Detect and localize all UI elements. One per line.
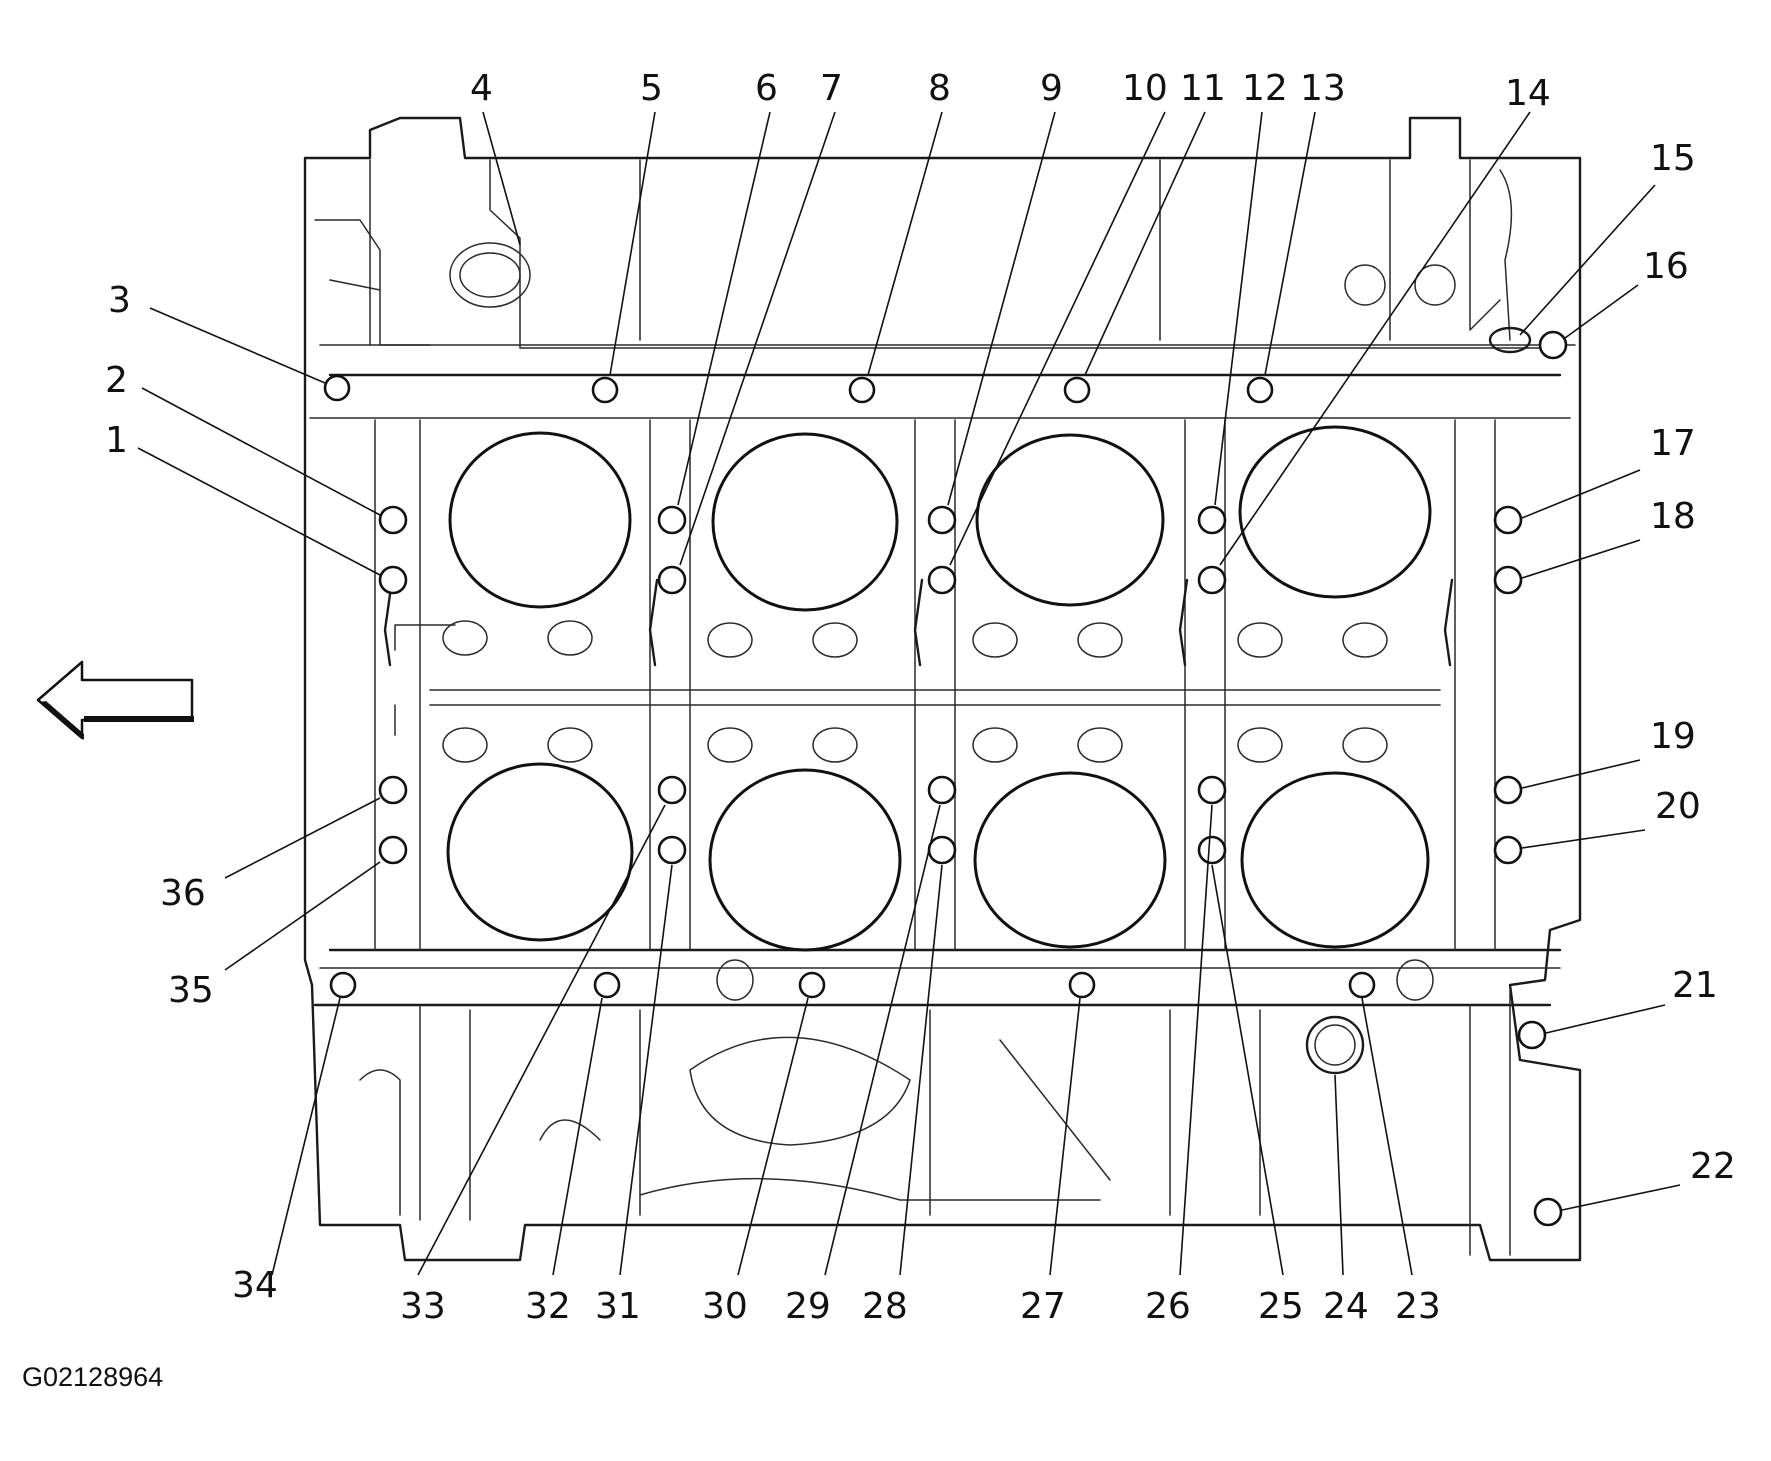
bolt-hole-16 [1538,330,1568,360]
callout-22: 22 [1690,1146,1736,1187]
bolt-hole-32 [593,971,621,999]
callout-29: 29 [785,1286,831,1327]
bore-lower-4 [1240,771,1430,949]
callout-24: 24 [1323,1286,1369,1327]
callout-14: 14 [1505,73,1551,114]
callout-32: 32 [525,1286,571,1327]
bolt-hole-1 [378,565,408,595]
bolt-hole-27 [1068,971,1096,999]
figure-id: G02128964 [22,1362,163,1392]
bore-upper-3 [975,433,1165,607]
bolt-hole-6 [657,505,687,535]
bolt-hole-3 [323,374,351,402]
callout-13: 13 [1300,68,1346,109]
callout-18: 18 [1650,496,1696,537]
callout-11: 11 [1180,68,1226,109]
callout-30: 30 [702,1286,748,1327]
bore-lower-1 [446,762,634,942]
bolt-hole-31 [657,835,687,865]
bore-upper-1 [448,431,632,609]
bore-upper-2 [711,432,899,612]
callout-27: 27 [1020,1286,1066,1327]
block-body [303,116,1582,1262]
cylinder-bores [446,425,1432,952]
bore-lower-2 [708,768,902,952]
bolt-hole-5 [591,376,619,404]
bolt-hole-19 [1493,775,1523,805]
bolt-hole-29 [927,775,957,805]
callout-20: 20 [1655,786,1701,827]
callout-8: 8 [928,68,951,109]
bolt-hole-26 [1197,835,1227,865]
callout-36: 36 [160,873,206,914]
bolt-hole-20 [1493,835,1523,865]
bolt-hole-23 [1348,971,1376,999]
bore-upper-4 [1238,425,1432,599]
callout-17: 17 [1650,423,1696,464]
arrow-left-icon [36,660,194,740]
callout-15: 15 [1650,138,1696,179]
internal-passages [383,242,1532,1075]
callout-1: 1 [105,420,128,461]
bore-lower-3 [973,771,1167,949]
callout-7: 7 [820,68,843,109]
callout-23: 23 [1395,1286,1441,1327]
callout-21: 21 [1672,965,1718,1006]
bolt-hole-9 [927,505,957,535]
callout-3: 3 [108,280,131,321]
callout-26: 26 [1145,1286,1191,1327]
leader-lines [137,111,1681,1276]
bolt-hole-25 [1197,775,1227,805]
callout-2: 2 [105,360,128,401]
bolt-hole-17 [1493,505,1523,535]
bolt-hole-11 [1063,376,1091,404]
bolt-hole-28 [927,835,957,865]
bolt-hole-30 [798,971,826,999]
callout-25: 25 [1258,1286,1304,1327]
bolt-hole-7 [657,565,687,595]
bolt-hole-14 [1197,565,1227,595]
callout-10: 10 [1122,68,1168,109]
callout-5: 5 [640,68,663,109]
callout-31: 31 [595,1286,641,1327]
callout-34: 34 [232,1265,278,1306]
callout-labels: 1 2 3 4 5 6 7 8 9 10 11 12 13 14 15 16 1… [105,68,1736,1327]
bolt-hole-22 [1533,1197,1563,1227]
bolt-hole-21 [1517,1020,1547,1050]
bolt-hole-36 [378,775,408,805]
callout-16: 16 [1643,246,1689,287]
bolt-hole-8 [848,376,876,404]
bolt-holes [323,330,1568,1227]
bolt-hole-34 [329,971,357,999]
bolt-hole-33 [657,775,687,805]
callout-9: 9 [1040,68,1063,109]
callout-33: 33 [400,1286,446,1327]
bolt-hole-2 [378,505,408,535]
bolt-hole-10 [927,565,957,595]
callout-4: 4 [470,68,493,109]
bolt-hole-12 [1197,505,1227,535]
bolt-hole-13 [1246,376,1274,404]
callout-6: 6 [755,68,778,109]
callout-35: 35 [168,970,214,1011]
callout-12: 12 [1242,68,1288,109]
callout-28: 28 [862,1286,908,1327]
callout-19: 19 [1650,716,1696,757]
bolt-hole-35 [378,835,408,865]
bolt-hole-18 [1493,565,1523,595]
